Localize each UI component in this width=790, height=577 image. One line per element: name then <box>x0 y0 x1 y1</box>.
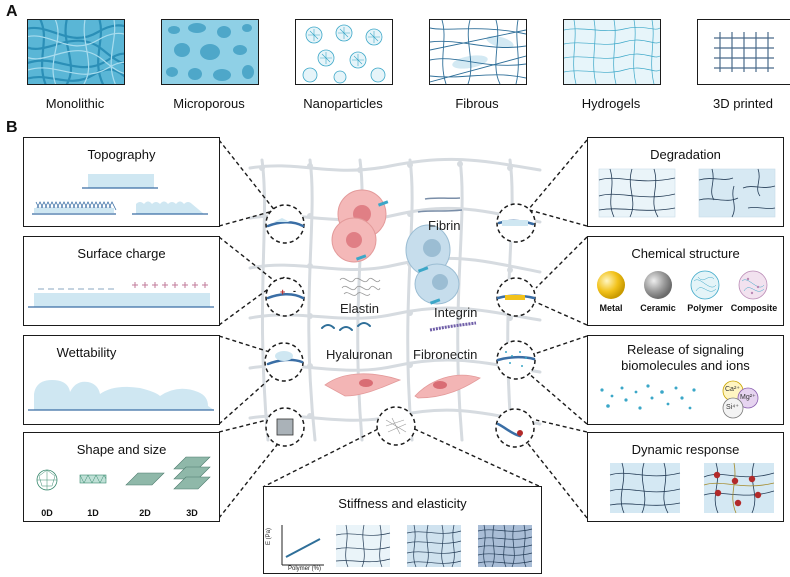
x-axis-label: Polymer (%) <box>288 566 322 572</box>
microporous-thumbnail <box>161 19 259 85</box>
shape-label-0d: 0D <box>41 508 53 518</box>
hydrogels-thumbnail <box>563 19 661 85</box>
stiffness-illustration <box>281 524 533 568</box>
y-axis-label: E (Pa) <box>266 527 272 545</box>
microporous-label: Microporous <box>173 96 245 111</box>
shape-size-box: Shape and size 0D 1D 2D 3D <box>23 432 220 522</box>
material-label-ceramic: Ceramic <box>640 303 676 313</box>
surface-charge-illustration <box>28 282 214 308</box>
fibrin-label: Fibrin <box>428 218 461 233</box>
ion-ca: Ca²⁺ <box>725 386 740 393</box>
monolithic-label: Monolithic <box>45 96 105 111</box>
plus-charge: + <box>280 287 286 297</box>
fibronectin-label: Fibronectin <box>413 347 478 362</box>
dynamic-response-box: Dynamic response <box>587 432 784 522</box>
nanoparticles-thumbnail <box>295 19 393 85</box>
release-illustration <box>600 380 759 419</box>
chemical-structure-title: Chemical structure <box>631 246 740 261</box>
zoom-circle-topography <box>265 204 305 244</box>
stiffness-box: Stiffness and elasticity E (Pa) Polymer … <box>263 486 542 574</box>
fibrous-label: Fibrous <box>455 96 499 111</box>
topography-illustration <box>32 174 208 215</box>
shape-label-3d: 3D <box>186 508 198 518</box>
shape-label-2d: 2D <box>139 508 151 518</box>
shape-label-1d: 1D <box>87 508 99 518</box>
blue-cell-2 <box>414 263 460 305</box>
chemical-structure-box: Chemical structure Metal Ceramic Polymer… <box>587 236 784 326</box>
panel-b-letter: B <box>6 119 18 136</box>
ion-mg: Mg²⁺ <box>740 394 756 401</box>
degradation-box: Degradation <box>587 137 784 227</box>
ion-si: Si⁴⁺ <box>726 404 739 411</box>
material-label-polymer: Polymer <box>687 303 723 313</box>
nanoparticles-label: Nanoparticles <box>303 96 383 111</box>
3d-printed-label: 3D printed <box>713 96 773 111</box>
shape-size-illustration <box>36 456 211 491</box>
material-label-composite: Composite <box>730 303 778 313</box>
wettability-box: Wettability <box>23 335 220 425</box>
3d-printed-thumbnail <box>697 19 790 85</box>
chemical-structure-illustration <box>597 270 768 300</box>
elastin-label: Elastin <box>340 301 380 316</box>
release-title-line1: Release of signaling <box>626 342 745 357</box>
zoom-circle-dynamic-response <box>495 408 535 448</box>
degradation-illustration <box>598 168 776 218</box>
surface-charge-box: Surface charge <box>23 236 220 326</box>
panel-a-letter: A <box>6 3 18 20</box>
hydrogels-label: Hydrogels <box>581 96 641 111</box>
material-label-metal: Metal <box>599 303 623 313</box>
topography-box: Topography <box>23 137 220 227</box>
surface-charge-title: Surface charge <box>77 246 166 261</box>
hyaluronan-label: Hyaluronan <box>326 347 393 362</box>
wettability-illustration <box>28 380 214 411</box>
dynamic-response-title: Dynamic response <box>631 442 740 457</box>
topography-title: Topography <box>87 147 156 162</box>
integrin-label: Integrin <box>434 305 478 320</box>
shape-size-title: Shape and size <box>76 442 167 457</box>
zoom-circle-surface-charge <box>265 277 305 317</box>
stiffness-title: Stiffness and elasticity <box>338 496 467 511</box>
fibrous-thumbnail <box>429 19 527 85</box>
minus-charge: - <box>293 286 296 296</box>
release-box: Release of signaling biomolecules and io… <box>587 335 784 425</box>
pink-cell-2 <box>331 217 377 263</box>
wettability-title: Wettability <box>56 345 117 360</box>
release-title-line2: biomolecules and ions <box>621 358 750 373</box>
dynamic-response-illustration <box>609 462 775 514</box>
monolithic-thumbnail <box>27 19 125 85</box>
degradation-title: Degradation <box>650 147 721 162</box>
